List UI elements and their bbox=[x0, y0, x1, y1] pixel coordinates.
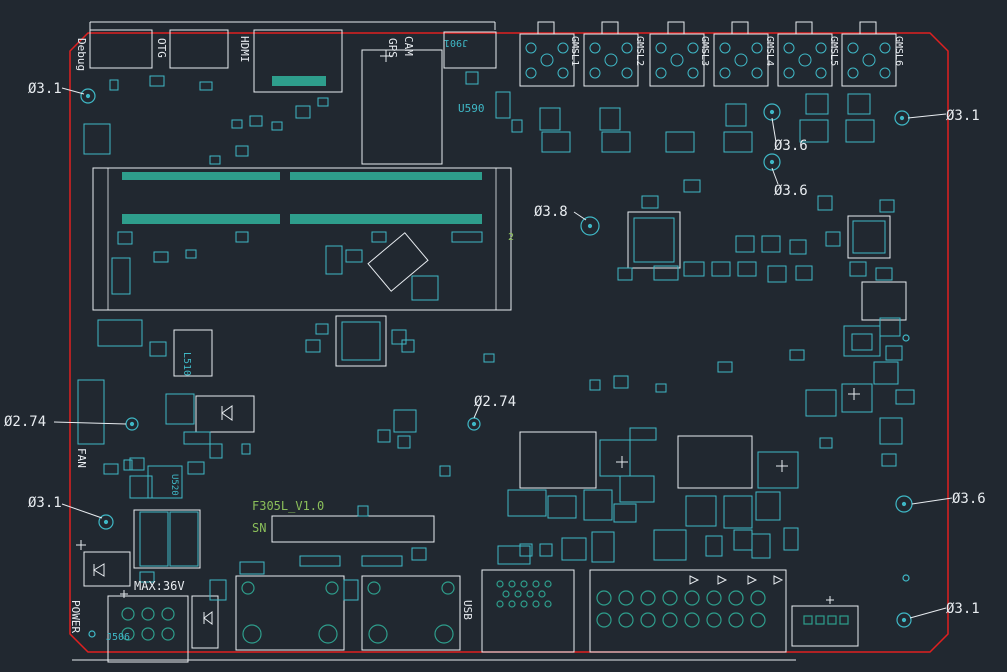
gmsl-coax-pads bbox=[525, 42, 891, 79]
top-connector-outlines bbox=[89, 21, 897, 165]
hole-label-right-36: Ø3.6 bbox=[952, 491, 986, 507]
serial-number-label: SN bbox=[252, 521, 266, 535]
hole-label-center-38: Ø3.8 bbox=[534, 204, 568, 220]
label-pin-2: 2 bbox=[508, 232, 514, 243]
dimension-leaders bbox=[53, 87, 953, 619]
hole-label-left-274: Ø2.74 bbox=[4, 414, 46, 430]
hole-label-bottom-right: Ø3.1 bbox=[946, 601, 980, 617]
label-u520: U520 bbox=[169, 474, 179, 496]
smd-components bbox=[77, 71, 915, 601]
label-gmsl6: GMSL6 bbox=[893, 36, 904, 66]
label-j506: J506 bbox=[106, 632, 130, 643]
bottom-outlines bbox=[72, 281, 907, 663]
bottom-port-pads bbox=[121, 580, 849, 644]
hdmi-pad-strip bbox=[272, 76, 326, 86]
module-connector bbox=[92, 167, 512, 311]
label-hdmi: HDMI bbox=[238, 36, 251, 63]
hole-label-center-274: Ø2.74 bbox=[474, 394, 516, 410]
label-gmsl4: GMSL4 bbox=[764, 36, 775, 66]
label-fan: FAN bbox=[75, 448, 88, 468]
label-gmsl3: GMSL3 bbox=[699, 36, 710, 66]
label-j901: J901 bbox=[444, 37, 468, 48]
label-usb: USB bbox=[461, 600, 474, 620]
polarity-symbols bbox=[76, 50, 860, 625]
board-outline bbox=[69, 32, 949, 653]
label-gmsl1: GMSL1 bbox=[569, 36, 580, 66]
label-u590: U590 bbox=[458, 102, 485, 115]
label-otg: OTG bbox=[155, 38, 168, 58]
label-debug: Debug bbox=[75, 38, 88, 71]
hole-label-top-right: Ø3.1 bbox=[946, 108, 980, 124]
hole-label-center-36b: Ø3.6 bbox=[774, 183, 808, 199]
hole-label-top-left: Ø3.1 bbox=[28, 81, 62, 97]
label-gmsl2: GMSL2 bbox=[634, 36, 645, 66]
label-gmsl5: GMSL5 bbox=[828, 36, 839, 66]
label-power: POWER bbox=[69, 600, 82, 633]
label-l510: L510 bbox=[181, 352, 192, 376]
hole-label-bottom-left: Ø3.1 bbox=[28, 495, 62, 511]
hole-label-center-36a: Ø3.6 bbox=[774, 138, 808, 154]
mounting-holes bbox=[80, 88, 913, 638]
label-max36v: MAX:36V bbox=[134, 579, 185, 593]
ic-packages bbox=[173, 211, 891, 377]
label-cam: CAM bbox=[402, 36, 415, 56]
board-version-label: F305L_V1.0 bbox=[252, 499, 324, 513]
label-gps: GPS bbox=[386, 38, 399, 58]
